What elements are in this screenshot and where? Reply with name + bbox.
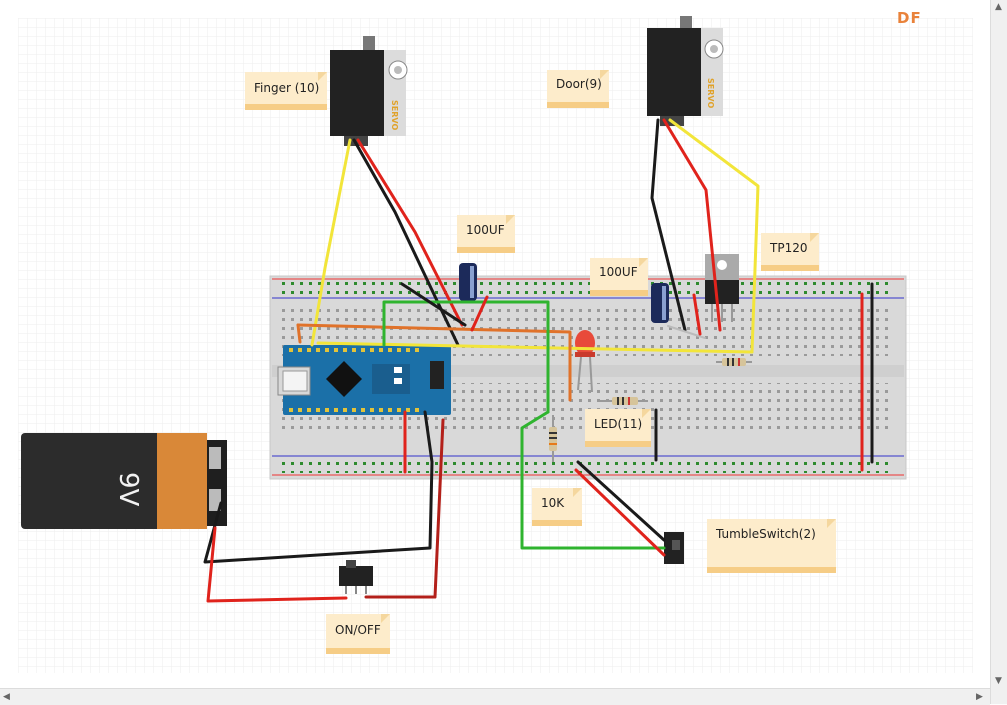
battery-label: 9V [113,472,143,507]
label-tumble-switch: TumbleSwitch(2) [707,519,836,573]
label-door: Door(9) [547,70,609,108]
vertical-scrollbar[interactable]: ▲ ▼ [990,0,1007,704]
label-resistor: 10K [532,488,582,526]
label-onoff: ON/OFF [326,614,390,654]
capacitor-1 [459,263,477,301]
scroll-left-icon[interactable]: ◀ [3,692,10,702]
servo-finger: SERVO [330,36,408,146]
label-finger: Finger (10) [245,72,327,110]
label-tp120: TP120 [761,233,819,271]
label-capacitor-2: 100UF [590,258,648,296]
label-led: LED(11) [585,409,651,447]
scroll-up-icon[interactable]: ▲ [995,2,1002,12]
horizontal-scrollbar[interactable]: ◀ ▶ [0,688,990,705]
capacitor-2 [651,283,669,323]
df-logo: DF [897,9,922,27]
wires [203,118,874,603]
scroll-right-icon[interactable]: ▶ [976,692,983,702]
servo-label: SERVO [390,100,399,130]
servo-door: SERVO [647,16,724,126]
onoff-switch [339,560,373,594]
scroll-down-icon[interactable]: ▼ [995,676,1002,686]
transistor-tp120 [705,254,739,322]
tumble-switch [664,532,684,564]
servo-label: SERVO [706,78,715,108]
circuit-canvas: SERVO SERVO 9V [18,16,973,673]
resistor-led [600,397,648,405]
label-capacitor-1: 100UF [457,215,515,253]
battery-9v: 9V [21,433,227,529]
resistor-base [716,358,752,366]
arduino-nano [277,345,451,415]
resistor-10k [549,415,557,462]
